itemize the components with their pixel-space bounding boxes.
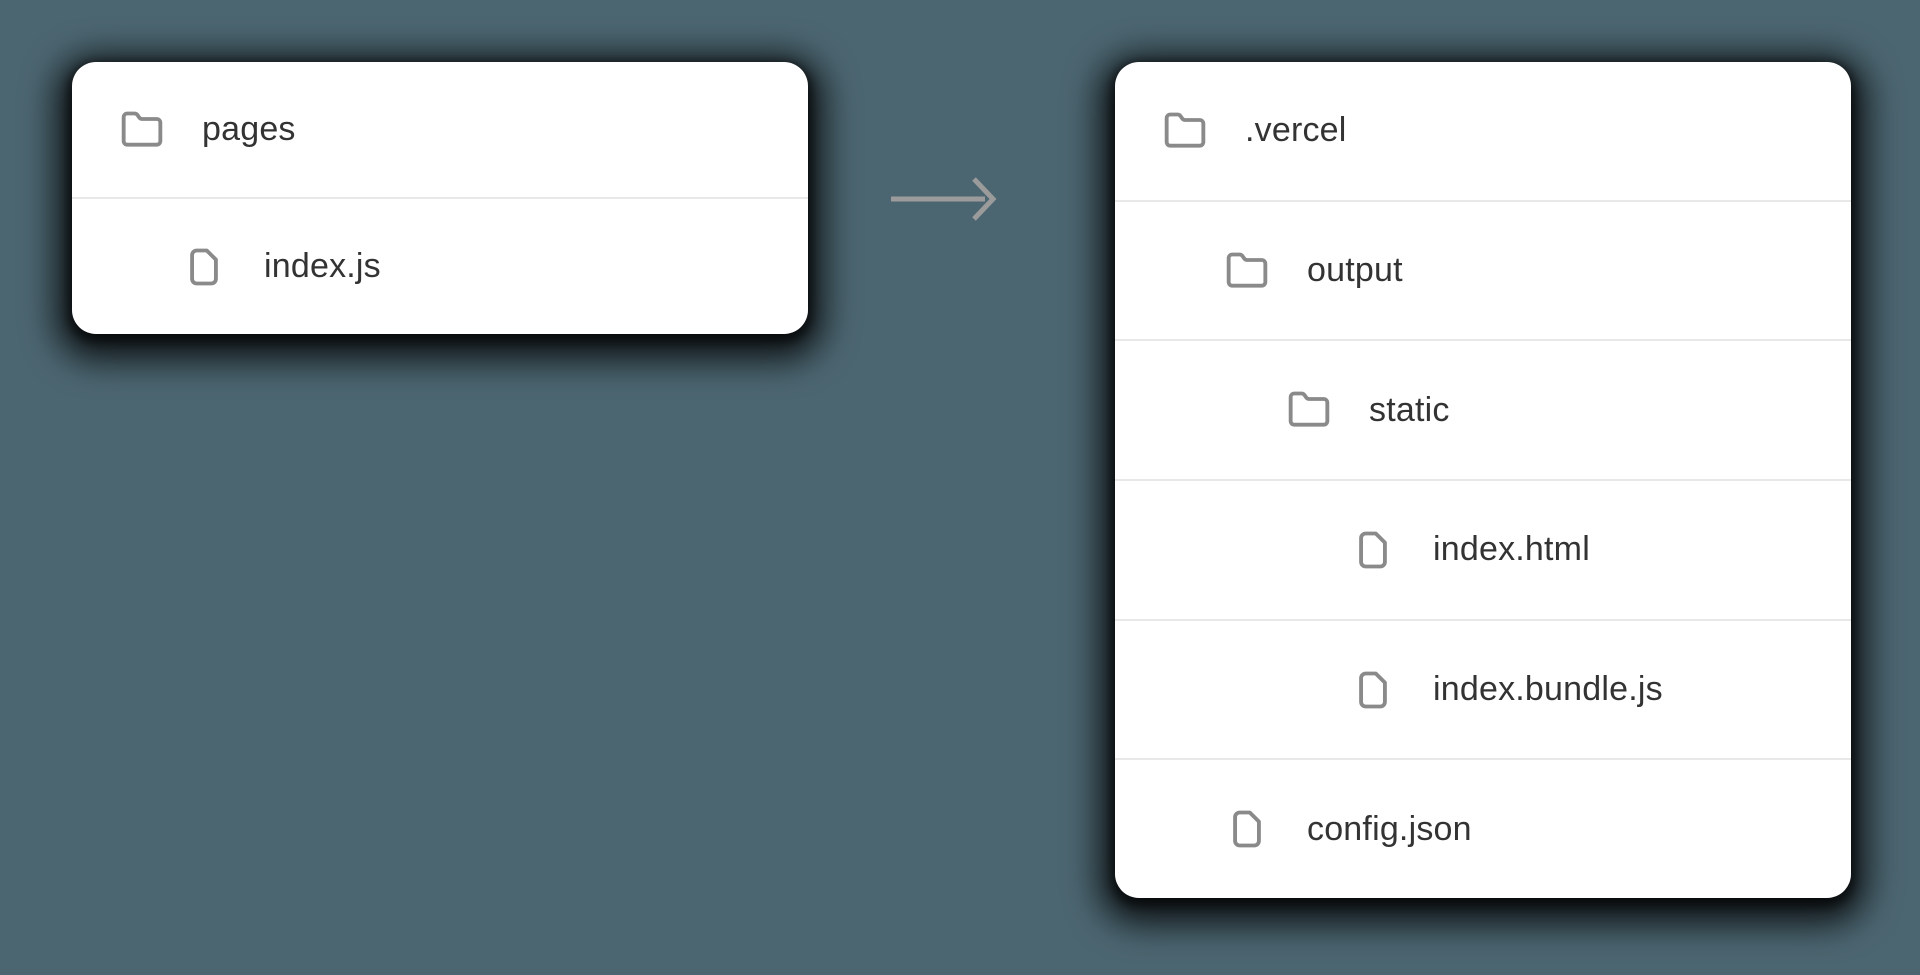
file-icon (1351, 528, 1395, 572)
folder-icon (120, 108, 164, 152)
tree-row-label: pages (202, 110, 296, 148)
source-file-tree-card: pages index.js (72, 62, 808, 334)
tree-row-label: output (1307, 251, 1403, 289)
tree-row-config-json: config.json (1115, 760, 1851, 898)
tree-row-label: index.html (1433, 530, 1590, 569)
tree-row-label: static (1369, 390, 1450, 429)
tree-row-index-html: index.html (1115, 481, 1851, 621)
tree-row-label: .vercel (1245, 111, 1347, 150)
tree-row-index-bundle-js: index.bundle.js (1115, 621, 1851, 761)
arrow-right-icon (891, 177, 997, 221)
tree-row-label: config.json (1307, 809, 1472, 848)
file-icon (1351, 668, 1395, 712)
folder-icon (1287, 388, 1331, 432)
folder-icon (1163, 109, 1207, 153)
tree-row-vercel: .vercel (1115, 62, 1851, 202)
file-icon (182, 245, 226, 289)
output-file-tree-card: .vercel output static index.html index.b… (1115, 62, 1851, 898)
tree-row-label: index.js (264, 247, 381, 285)
folder-icon (1225, 249, 1269, 293)
tree-row-index-js: index.js (72, 199, 808, 334)
file-icon (1225, 807, 1269, 851)
tree-row-output: output (1115, 202, 1851, 342)
tree-row-label: index.bundle.js (1433, 670, 1663, 709)
tree-row-pages: pages (72, 62, 808, 199)
tree-row-static: static (1115, 341, 1851, 482)
